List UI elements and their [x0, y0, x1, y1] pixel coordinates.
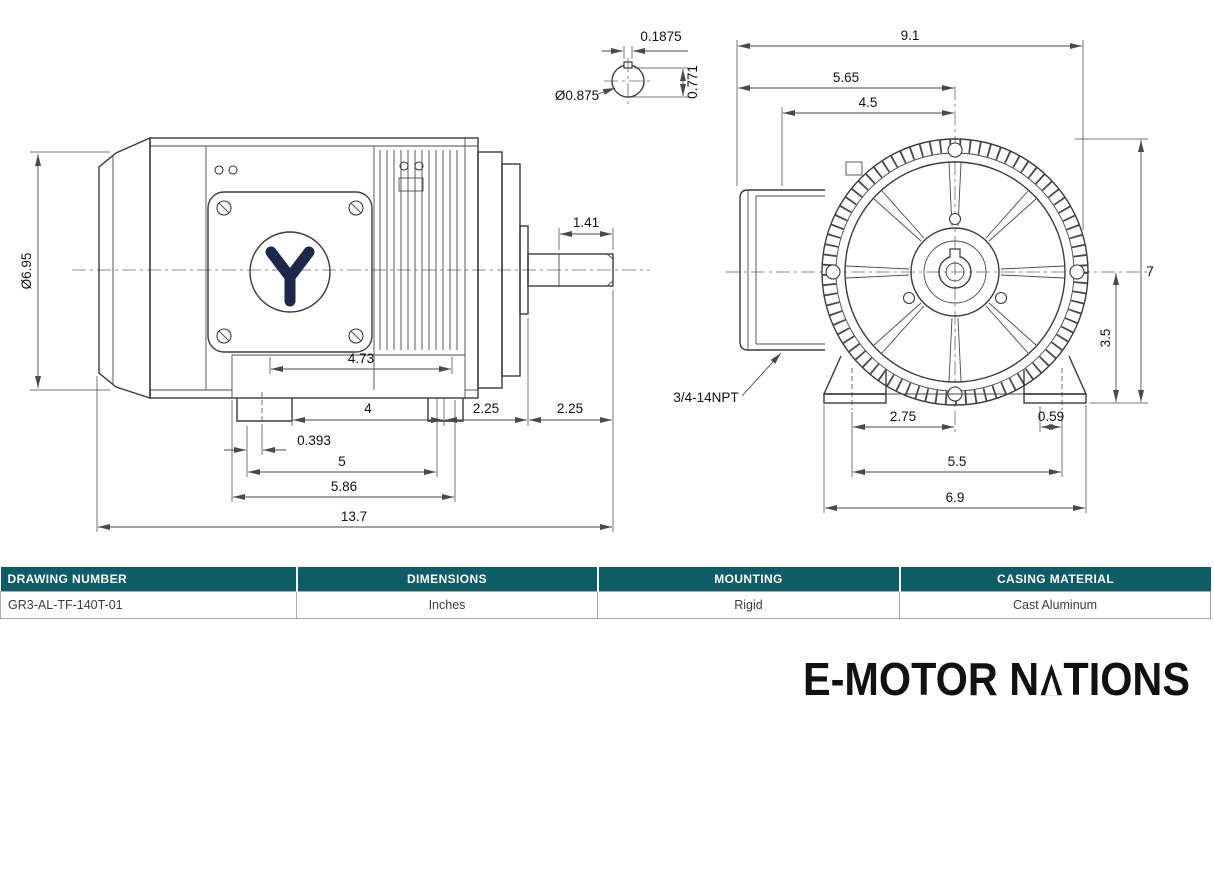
dim-foot-width-label: 6.9 [946, 490, 965, 505]
spec-value-drawing-number: GR3-AL-TF-140T-01 [0, 591, 297, 619]
shaft-keyway-notch [949, 248, 961, 257]
dim-box-to-center-label: 5.65 [833, 70, 859, 85]
dim-shaft-key-length-label: 1.41 [573, 215, 599, 230]
drive-shaft [527, 253, 614, 287]
housing-boss [1069, 264, 1085, 280]
dim-frame-length-label: 4.73 [348, 351, 374, 366]
hub-screw [948, 212, 962, 226]
dim-foot-to-shoulder-label: 2.25 [473, 401, 499, 416]
lifting-lug [845, 161, 863, 176]
dim-key-flat-height-label: 0.771 [685, 65, 700, 99]
brand-logo: E-MOTOR N TIONS [803, 652, 1190, 706]
fan-guard-spokes [845, 162, 1065, 382]
hub-screw [902, 291, 916, 305]
brand-emblem-ring [249, 231, 331, 313]
fan-cover-outline [844, 161, 1066, 383]
front-view-dimensions: 9.1 5.65 4.5 7 3.5 2.75 0.59 [736, 28, 1154, 513]
housing-boss [947, 142, 963, 158]
dim-foot-bolt-spacing-label: 4 [364, 401, 372, 416]
mounting-foot [427, 398, 464, 422]
housing-boss [825, 264, 841, 280]
top-screw-icon [214, 165, 224, 175]
spec-header-row: DRAWING NUMBER DIMENSIONS MOUNTING CASIN… [0, 567, 1211, 592]
dim-key-width-label: 0.1875 [640, 29, 681, 44]
dim-conduit-to-center-label: 4.5 [859, 95, 878, 110]
dim-overall-length-label: 13.7 [341, 509, 367, 524]
mounting-foot [236, 398, 293, 422]
rear-end-bell [98, 136, 151, 399]
dim-body-diameter-label: Ø6.95 [19, 253, 34, 290]
brand-logo-triangle-a-icon [1040, 663, 1063, 696]
spec-value-mounting: Rigid [597, 591, 900, 619]
spec-header-casing-material: CASING MATERIAL [899, 567, 1211, 592]
terminal-box-front [739, 189, 825, 351]
cover-screws [216, 200, 364, 344]
fin-housing-outline [821, 138, 1089, 406]
spec-value-casing-material: Cast Aluminum [899, 591, 1211, 619]
dim-foot-span-label: 5 [338, 454, 346, 469]
terminal-box-cover [207, 191, 373, 353]
lifting-lug [398, 177, 424, 192]
side-view-dimensions: Ø6.95 1.41 4.73 4 2.25 2.25 [19, 151, 614, 532]
dim-center-height-label: 3.5 [1098, 329, 1113, 348]
hub-screw [994, 291, 1008, 305]
technical-drawing-canvas: Ø6.95 1.41 4.73 4 2.25 2.25 [19, 28, 1154, 532]
cooling-fins [379, 150, 458, 350]
dim-hole-edge-offset-label: 0.59 [1038, 409, 1064, 424]
shaft-detail-view: 0.1875 Ø0.875 0.771 [555, 29, 700, 104]
dim-base-length-label: 5.86 [331, 479, 357, 494]
spec-header-dimensions: DIMENSIONS [296, 567, 599, 592]
spec-value-row: GR3-AL-TF-140T-01 Inches Rigid Cast Alum… [0, 591, 1211, 619]
dim-bolt-span-label: 5.5 [948, 454, 967, 469]
spec-value-dimensions: Inches [296, 591, 598, 619]
hub-outline [910, 227, 1000, 317]
side-view: Ø6.95 1.41 4.73 4 2.25 2.25 [19, 136, 650, 532]
dim-hole-to-center-label: 2.75 [890, 409, 916, 424]
dim-overall-height-label: 7 [1146, 264, 1154, 279]
front-view: 3/4-14NPT 9.1 5.65 4.5 7 3.5 [673, 28, 1154, 513]
conduit-thread-label: 3/4-14NPT [673, 390, 738, 405]
spec-header-mounting: MOUNTING [597, 567, 901, 592]
dim-shaft-length-label: 2.25 [557, 401, 583, 416]
dim-foot-hole-offset-label: 0.393 [297, 433, 331, 448]
dim-shaft-diameter-label: Ø0.875 [555, 88, 599, 103]
brand-emblem-icon [265, 246, 315, 307]
spec-header-drawing-number: DRAWING NUMBER [0, 567, 298, 592]
dim-overall-width-label: 9.1 [901, 28, 920, 43]
top-screw-icon [228, 165, 238, 175]
brand-logo-text-prefix: E-MOTOR N [803, 653, 1040, 705]
spec-table: DRAWING NUMBER DIMENSIONS MOUNTING CASIN… [0, 567, 1211, 619]
brand-logo-text-suffix: TIONS [1063, 653, 1190, 705]
